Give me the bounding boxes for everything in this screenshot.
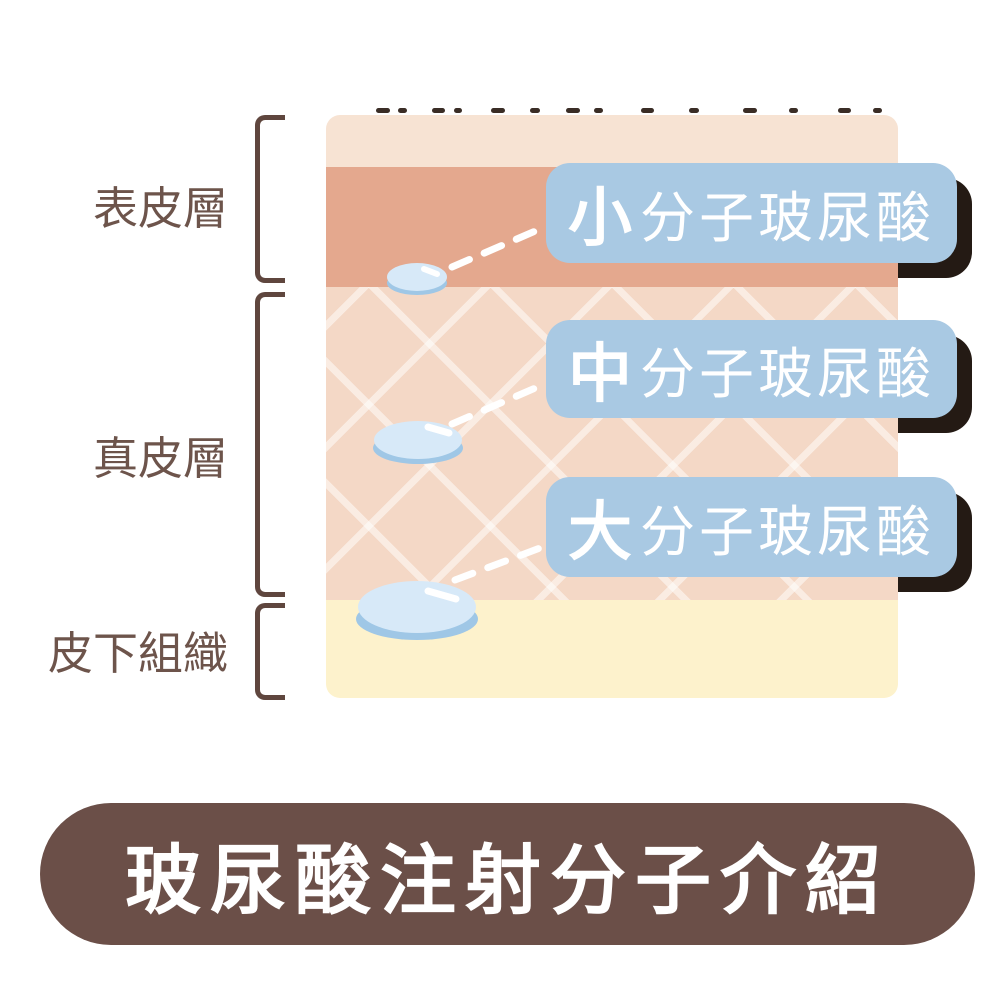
title-banner: 玻尿酸注射分子介紹 xyxy=(40,803,975,945)
hair-stubble-marks xyxy=(326,106,898,118)
label-small-text: 分子玻尿酸 xyxy=(639,187,935,249)
subcutaneous-layer xyxy=(326,600,898,698)
label-large-molecule: 大 分子玻尿酸 xyxy=(546,477,957,577)
label-small-emphasis: 小 xyxy=(567,182,636,254)
label-medium-molecule: 中 分子玻尿酸 xyxy=(546,320,957,418)
label-medium-text: 分子玻尿酸 xyxy=(639,343,935,405)
label-small-molecule: 小 分子玻尿酸 xyxy=(546,163,957,263)
dermis-bracket xyxy=(255,292,285,597)
dermis-label: 真皮層 xyxy=(92,433,228,484)
label-medium-emphasis: 中 xyxy=(567,338,636,410)
epidermis-bracket xyxy=(255,115,285,283)
subcutaneous-bracket xyxy=(255,603,285,700)
skin-surface-layer xyxy=(326,115,898,167)
subcutaneous-label: 皮下組織 xyxy=(47,628,228,679)
epidermis-label: 表皮層 xyxy=(92,183,228,234)
label-large-emphasis: 大 xyxy=(567,496,636,568)
label-large-text: 分子玻尿酸 xyxy=(639,501,935,563)
title-text: 玻尿酸注射分子介紹 xyxy=(125,839,890,924)
